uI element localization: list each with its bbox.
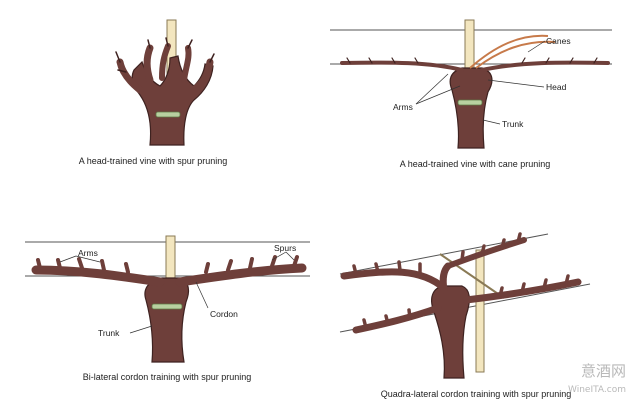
renewal-cane <box>469 34 549 69</box>
label-arms: Arms <box>78 248 98 258</box>
stake-post <box>475 249 485 373</box>
cordon-right <box>175 263 307 287</box>
caption-bilateral-cordon: Bi-lateral cordon training with spur pru… <box>83 372 252 382</box>
panel-head-cane: Canes Head Arms Trunk A head-trained vin… <box>330 19 612 169</box>
cordon-spurs <box>36 255 299 274</box>
leader-lines <box>415 40 546 125</box>
caption-head-cane: A head-trained vine with cane pruning <box>400 159 551 169</box>
label-head: Head <box>546 82 567 92</box>
vine-tie <box>457 99 483 106</box>
vine-tie <box>151 303 183 310</box>
label-cordon: Cordon <box>210 309 238 319</box>
cordon-stem <box>439 262 452 294</box>
cane-right <box>480 60 610 72</box>
watermark-url: WineITA.com <box>568 385 626 395</box>
label-arms: Arms <box>393 102 413 112</box>
vine-tie <box>155 111 181 118</box>
panel-head-spur: A head-trained vine with spur pruning <box>79 19 228 166</box>
vine-arm <box>181 45 192 83</box>
vine-trunk <box>144 277 190 363</box>
panel-bilateral-cordon: Arms Spurs Cordon Trunk Bi-lateral cordo… <box>25 235 310 382</box>
vine-arm <box>116 58 144 94</box>
label-trunk: Trunk <box>98 328 120 338</box>
caption-quadrilateral-cordon: Quadra-lateral cordon training with spur… <box>381 389 572 399</box>
cross-arm <box>439 253 505 299</box>
cordon-left <box>31 265 165 287</box>
watermark-cn: 意酒网 <box>581 362 626 380</box>
cordon-upper-right <box>445 237 527 269</box>
vine-trunk <box>449 67 493 149</box>
vine-arm <box>143 44 154 84</box>
cordon-spurs <box>352 232 570 330</box>
panel-quadrilateral-cordon: Quadra-lateral cordon training with spur… <box>339 232 591 399</box>
watermark: 意酒网 WineITA.com <box>568 362 626 395</box>
label-canes: Canes <box>546 36 571 46</box>
spur-buds <box>115 37 215 73</box>
vine-arm <box>159 43 171 81</box>
leader-lines <box>59 251 295 334</box>
cane-left <box>340 60 464 72</box>
caption-head-spur: A head-trained vine with spur pruning <box>79 156 228 166</box>
cane-buds <box>346 57 598 64</box>
renewal-cane <box>475 40 556 69</box>
cordon-upper-left <box>340 268 448 292</box>
cordon-lower-left <box>352 304 442 334</box>
label-spurs: Spurs <box>274 243 296 253</box>
vine-arm <box>192 58 214 92</box>
label-trunk: Trunk <box>502 119 524 129</box>
